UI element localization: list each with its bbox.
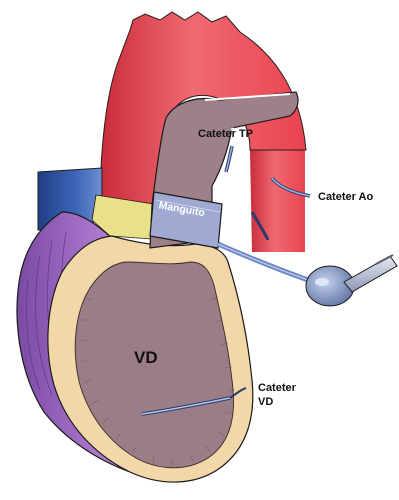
syringe bbox=[344, 255, 397, 292]
descending-aorta bbox=[250, 150, 305, 252]
label-vd: VD bbox=[134, 348, 158, 367]
label-cateter-vd-line2: VD bbox=[258, 396, 273, 408]
label-cateter-tp: Cateter TP bbox=[198, 128, 253, 140]
label-cateter-vd-line1: Cateter bbox=[258, 382, 297, 394]
label-cateter-ao: Cateter Ao bbox=[318, 191, 373, 203]
